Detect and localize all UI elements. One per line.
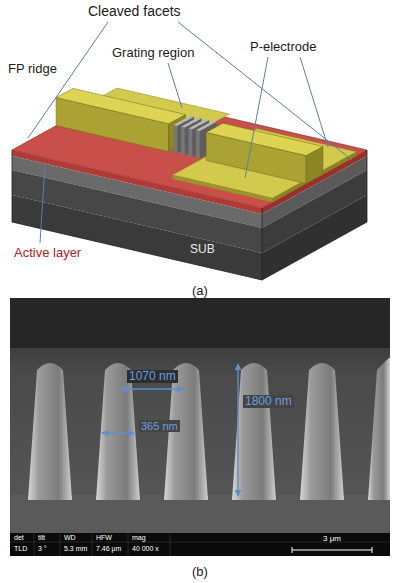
part-label: FP ridge — [8, 62, 57, 76]
part-label: Cleaved facets — [88, 4, 181, 19]
sem-info: 7.46 μm — [96, 545, 121, 553]
sem-info: WD — [64, 534, 76, 542]
sem-info: tilt — [38, 534, 45, 542]
dimension-label: 1800 nm — [243, 395, 294, 408]
dimension-label: 1070 nm — [127, 370, 178, 383]
sem-info: mag — [132, 534, 146, 542]
panel-label: (b) — [192, 565, 208, 579]
part-label: Active layer — [14, 246, 81, 260]
sem-image — [10, 298, 390, 556]
sem-info: 3 ° — [38, 545, 47, 553]
sem-info: HFW — [96, 534, 112, 542]
fp-ridge — [206, 123, 323, 183]
sem-info: 40 000 x — [132, 545, 159, 553]
sem-info: 5.3 mm — [64, 545, 87, 553]
dimension-arrows — [102, 364, 238, 496]
panel-label: (a) — [192, 284, 208, 298]
part-label: SUB — [190, 243, 215, 256]
sem-info: det — [14, 534, 24, 542]
leader-lines — [28, 22, 352, 243]
scale-bar-label: 3 μm — [323, 535, 341, 544]
part-label: Grating region — [112, 46, 194, 60]
dimension-label: 365 nm — [139, 420, 180, 432]
sem-info: TLD — [14, 545, 27, 553]
part-label: P-electrode — [250, 40, 316, 54]
chip-block — [12, 92, 367, 280]
fp-ridge — [56, 88, 185, 151]
